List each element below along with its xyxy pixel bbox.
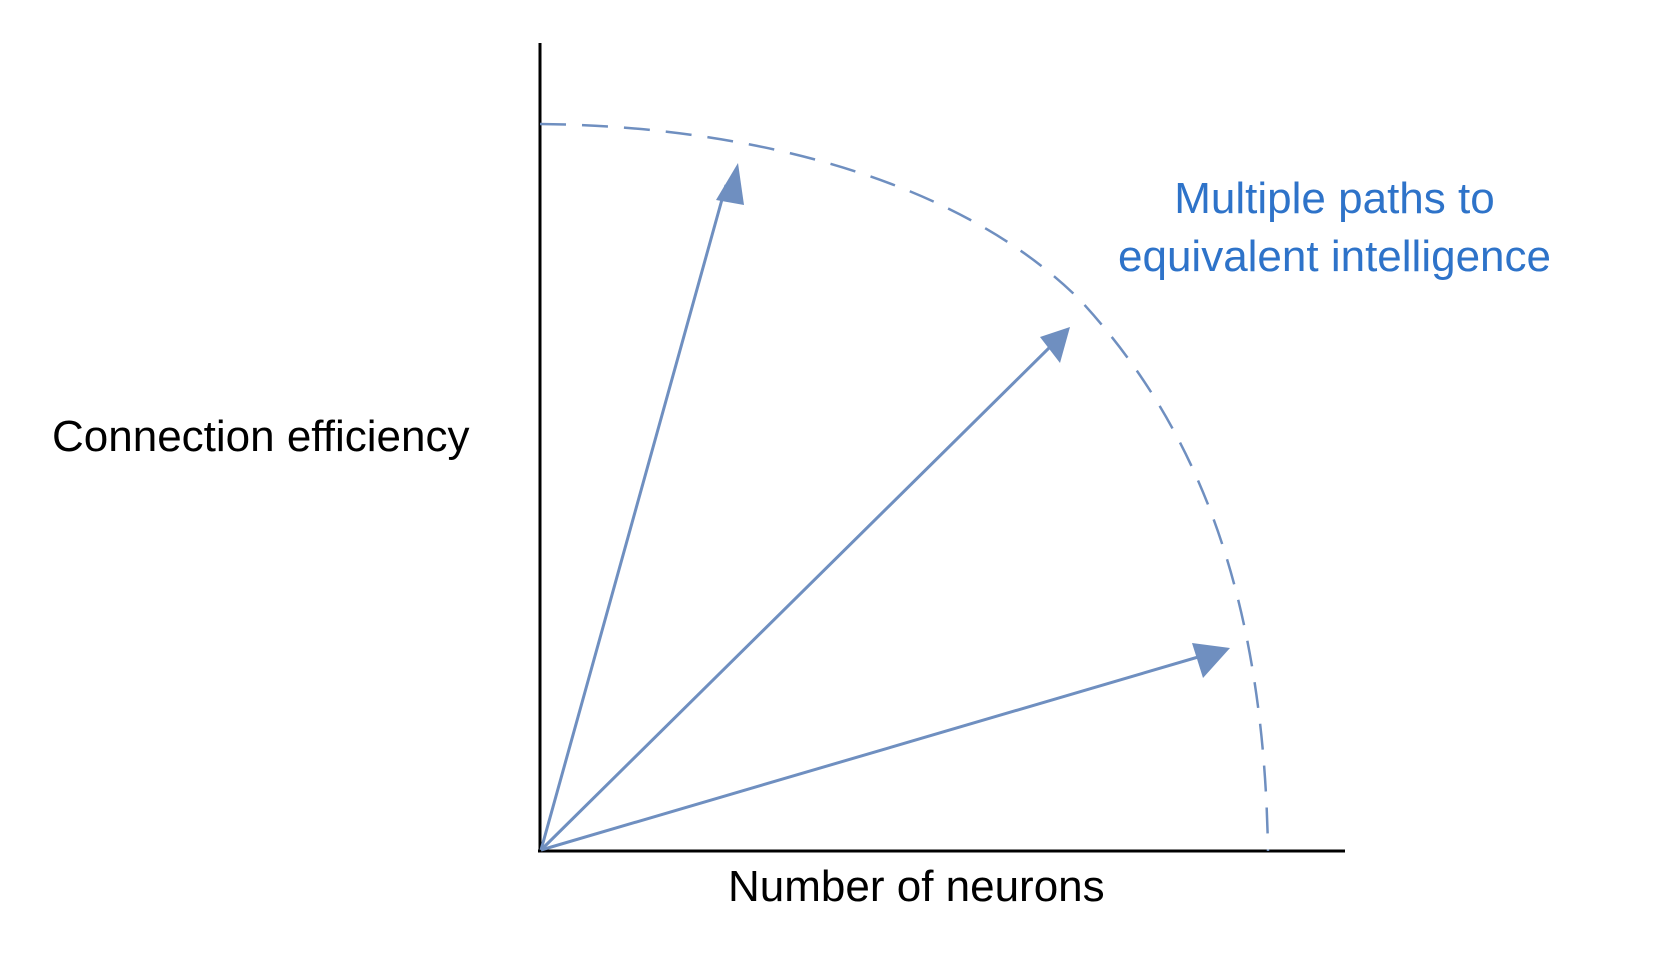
annotation-line-1: Multiple paths to	[1174, 174, 1495, 223]
shallow-arrow	[540, 643, 1230, 852]
y-axis-label: Connection efficiency	[52, 412, 470, 461]
annotation-text: Multiple paths to equivalent intelligenc…	[1118, 170, 1551, 286]
steep-arrow	[539, 163, 744, 851]
annotation-line-2: equivalent intelligence	[1118, 232, 1551, 281]
diagonal-arrow	[539, 327, 1070, 852]
x-axis-label: Number of neurons	[728, 862, 1105, 911]
